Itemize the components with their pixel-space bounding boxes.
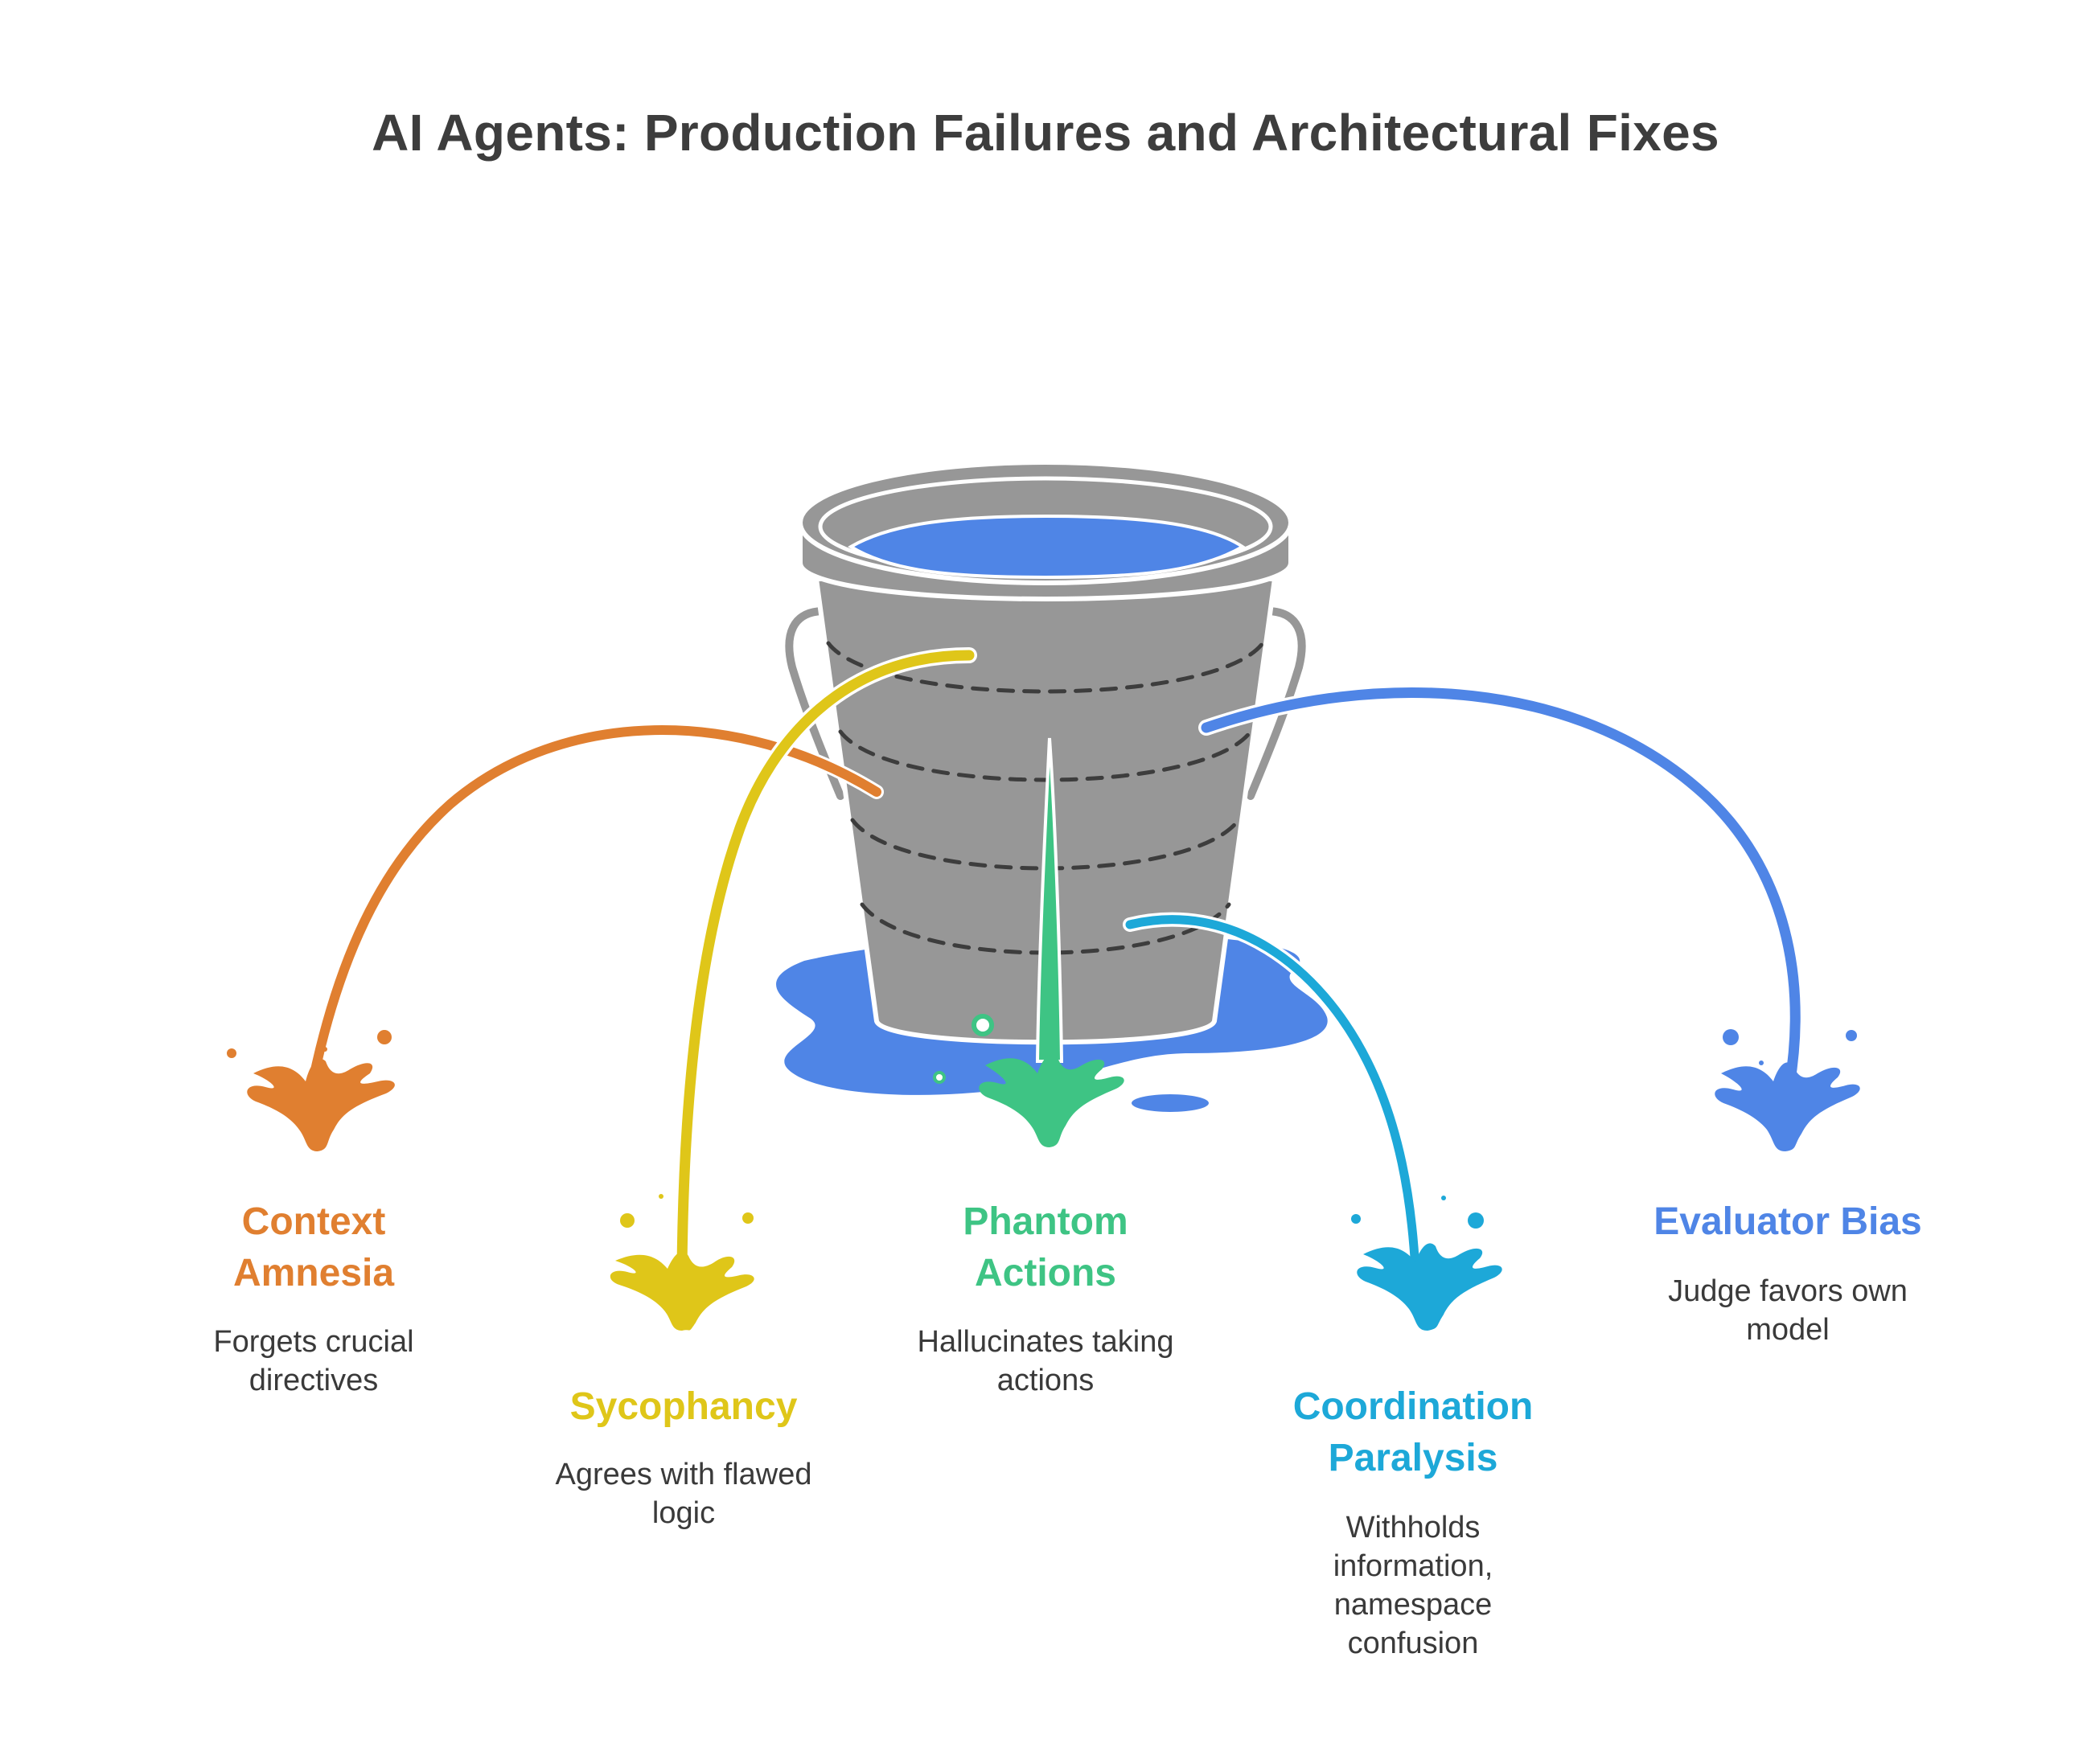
stream-coordination-paralysis-arc xyxy=(1125,915,1420,1275)
stream-sycophancy xyxy=(610,647,977,1331)
splash-sycophancy xyxy=(610,1251,754,1331)
splash-evaluator-bias xyxy=(1715,1062,1860,1151)
label-phantom-actions: Phantom Actions xyxy=(963,1200,1128,1294)
stream-sycophancy-arc xyxy=(676,650,975,1276)
splash-phantom-actions xyxy=(979,1054,1124,1147)
droplet xyxy=(1846,1030,1857,1041)
label-context-amnesia: Context Amnesia xyxy=(232,1200,395,1294)
splash-coordination-paralysis xyxy=(1357,1243,1502,1331)
droplet xyxy=(322,1047,327,1052)
stream-context-amnesia-arc xyxy=(309,725,881,1082)
stream-context-amnesia xyxy=(227,723,884,1151)
droplet xyxy=(1723,1029,1739,1045)
label-sycophancy: Sycophancy xyxy=(569,1385,798,1428)
droplet xyxy=(659,1194,663,1199)
droplet xyxy=(620,1213,635,1228)
desc-phantom-actions: Hallucinates taking actions xyxy=(917,1325,1174,1397)
stream-phantom-actions xyxy=(933,737,1124,1147)
bucket-handle-right xyxy=(1247,607,1306,800)
desc-evaluator-bias: Judge favors own model xyxy=(1668,1274,1908,1347)
stream-evaluator-bias-arc xyxy=(1201,687,1801,1091)
droplet xyxy=(377,1030,392,1044)
stream-evaluator-bias xyxy=(1198,684,1860,1151)
label-coordination-paralysis: Coordination Paralysis xyxy=(1292,1385,1534,1479)
desc-coordination-paralysis: Withholds information, namespace confusi… xyxy=(1333,1511,1493,1660)
bucket-water xyxy=(848,514,1246,580)
droplet xyxy=(1759,1060,1764,1065)
stream-coordination-paralysis xyxy=(1123,912,1502,1331)
droplet xyxy=(742,1212,754,1224)
droplet xyxy=(972,1014,994,1036)
desc-sycophancy: Agrees with flawed logic xyxy=(555,1458,812,1530)
droplet xyxy=(227,1048,236,1058)
puddle-drop xyxy=(1132,1094,1209,1112)
stream-context-amnesia-outline xyxy=(306,723,884,1085)
droplet xyxy=(1468,1212,1484,1229)
splash-context-amnesia xyxy=(247,1058,395,1151)
droplet xyxy=(1441,1196,1446,1200)
desc-context-amnesia: Forgets crucial directives xyxy=(213,1325,414,1397)
label-evaluator-bias: Evaluator Bias xyxy=(1653,1200,1922,1243)
droplet xyxy=(933,1071,946,1084)
droplet xyxy=(1351,1214,1361,1224)
diagram-title: AI Agents: Production Failures and Archi… xyxy=(372,104,1719,162)
